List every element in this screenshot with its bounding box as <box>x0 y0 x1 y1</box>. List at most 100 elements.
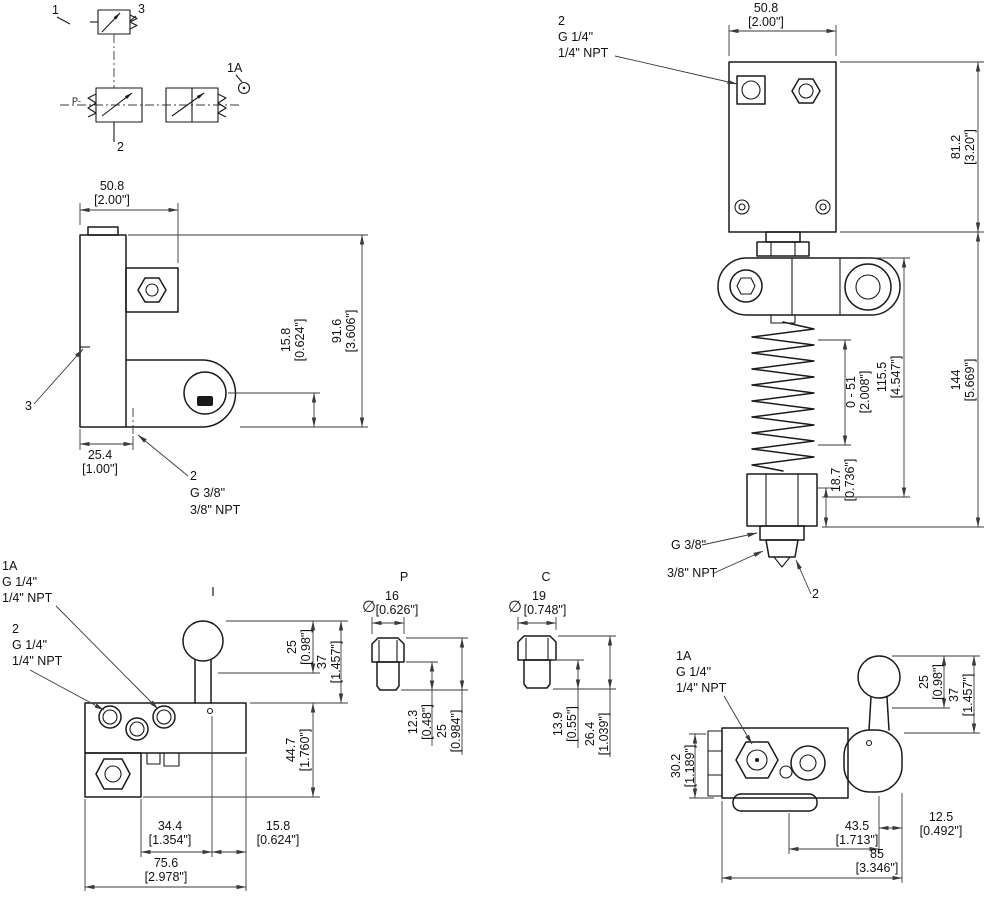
top-item-1a: 1A <box>2 559 18 573</box>
side-item-3: 3 <box>25 399 32 413</box>
top-port-2-npt: 1/4" NPT <box>12 654 63 668</box>
dim-top-knob: 25 [0.98"] <box>285 629 313 665</box>
schematic-item-1a: 1A <box>227 61 243 75</box>
dim-side-port: 15.8 [0.624"] <box>279 319 307 362</box>
locknut <box>759 525 805 541</box>
dim-end-width-in: [3.346"] <box>856 861 899 875</box>
front-neck <box>765 231 801 243</box>
svg-text:[1.189"]: [1.189"] <box>683 745 697 788</box>
adjuster-hex <box>746 473 818 527</box>
end-port-1a-thread: G 1/4" <box>676 665 711 679</box>
dim-c-dia-mm: 19 <box>532 589 546 603</box>
fitting-p-hex <box>371 637 405 663</box>
top-hex-plug <box>95 758 131 790</box>
svg-text:25: 25 <box>285 640 299 654</box>
end-view: 1A G 1/4" 1/4" NPT 25 [0.98"] 37 [1.457"… <box>669 649 980 883</box>
front-port-bottom-npt: 3/8" NPT <box>667 566 718 580</box>
dim-top-offset2-in: [0.624"] <box>257 833 300 847</box>
spring-symbol <box>129 14 138 30</box>
dim-end-offset2-mm: 12.5 <box>929 810 953 824</box>
svg-text:30.2: 30.2 <box>669 754 683 778</box>
front-screw-left <box>734 199 750 215</box>
front-item-2-bottom: 2 <box>812 587 819 601</box>
front-port-top-npt: 1/4" NPT <box>558 46 609 60</box>
dim-top-knob-total: 37 [1.457"] <box>315 641 343 684</box>
top-port-1a-thread: G 1/4" <box>2 575 37 589</box>
side-valve-body <box>79 234 127 428</box>
svg-text:[3.606"]: [3.606"] <box>344 310 358 353</box>
coil-spring <box>751 321 815 472</box>
dim-side-base-in: [1.00"] <box>82 462 118 476</box>
dim-end-offset1-in: [1.713"] <box>836 833 879 847</box>
top-port-1a-npt: 1/4" NPT <box>2 591 53 605</box>
svg-text:[0.984"]: [0.984"] <box>449 710 463 753</box>
dim-top-offset1-mm: 34.4 <box>158 819 182 833</box>
front-view: 50.8 [2.00"] 2 G 1/4" 1/4" NPT 81.2 [3.2… <box>558 1 984 601</box>
dim-front-overall: 144 [5.669"] <box>949 359 977 402</box>
end-item-1a: 1A <box>676 649 692 663</box>
side-port-thread: G 3/8" <box>190 486 225 500</box>
svg-text:[0.48"]: [0.48"] <box>420 704 434 740</box>
top-port-2-thread: G 1/4" <box>12 638 47 652</box>
dim-end-offset2-in: [0.492"] <box>920 824 963 838</box>
svg-text:37: 37 <box>315 655 329 669</box>
hydraulic-schematic: 1 3 P- 1A 2 <box>52 2 251 154</box>
valve-symbol-left <box>95 87 143 123</box>
svg-text:81.2: 81.2 <box>949 135 963 159</box>
schematic-item-3: 3 <box>138 2 145 16</box>
side-item-2: 2 <box>190 469 197 483</box>
gauge-port-symbol <box>237 81 251 95</box>
dim-top-width-in: [2.978"] <box>145 870 188 884</box>
dim-front-block: 81.2 [3.20"] <box>949 129 977 165</box>
dim-end-height: 30.2 [1.189"] <box>669 745 697 788</box>
svg-text:[1.039"]: [1.039"] <box>597 713 611 756</box>
end-valve-body <box>721 727 849 799</box>
front-port-bore <box>741 80 761 100</box>
fitting-c-title: C <box>541 570 550 584</box>
svg-text:37: 37 <box>947 688 961 702</box>
dim-p-dia-in: [0.626"] <box>376 603 419 617</box>
svg-text:[1.457"]: [1.457"] <box>329 641 343 684</box>
side-port-npt: 3/8" NPT <box>190 503 241 517</box>
svg-text:[1.457"]: [1.457"] <box>961 674 975 717</box>
dim-c-h1: 13.9 [0.55"] <box>551 706 579 742</box>
end-small-port <box>779 765 793 779</box>
end-set-screw <box>865 739 873 747</box>
dim-end-knob: 25 [0.98"] <box>917 664 945 700</box>
schematic-port-p: P- <box>72 96 81 106</box>
svg-text:12.3: 12.3 <box>406 710 420 734</box>
svg-text:[0.55"]: [0.55"] <box>565 706 579 742</box>
svg-text:25: 25 <box>435 724 449 738</box>
fitting-p-body <box>376 661 400 691</box>
svg-text:[3.20"]: [3.20"] <box>963 129 977 165</box>
lever-pivot <box>729 269 763 303</box>
dim-p-dia-mm: 16 <box>385 589 399 603</box>
svg-text:26.4: 26.4 <box>583 722 597 746</box>
svg-text:[1.760"]: [1.760"] <box>298 729 312 772</box>
svg-text:25: 25 <box>917 675 931 689</box>
front-hex-plug <box>791 78 821 104</box>
top-port-block <box>84 752 142 798</box>
npt-nipple <box>765 539 799 558</box>
dim-front-hex: 18.7 [0.736"] <box>829 459 857 502</box>
svg-text:[0.98"]: [0.98"] <box>299 629 313 665</box>
pivot-hex-socket <box>736 277 756 295</box>
ball-knob <box>857 655 901 699</box>
dim-front-range: 0 - 51 [2.008"] <box>844 371 872 414</box>
front-port-bottom-thread: G 3/8" <box>671 538 706 552</box>
svg-text:[2.008"]: [2.008"] <box>858 371 872 414</box>
dim-c-dia-in: [0.748"] <box>524 603 567 617</box>
diameter-symbol: ∅ <box>508 599 522 616</box>
dim-end-offset1-mm: 43.5 <box>845 819 869 833</box>
svg-text:[4.547"]: [4.547"] <box>889 356 903 399</box>
top-port-3 <box>152 705 176 729</box>
dim-p-h2: 25 [0.984"] <box>435 710 463 753</box>
svg-text:15.8: 15.8 <box>279 328 293 352</box>
dim-top-width-mm: 75.6 <box>154 856 178 870</box>
dim-side-width-mm: 50.8 <box>100 179 124 193</box>
dim-side-height: 91.6 [3.606"] <box>330 310 358 353</box>
svg-text:[0.736"]: [0.736"] <box>843 459 857 502</box>
nipple-tip <box>773 556 791 568</box>
